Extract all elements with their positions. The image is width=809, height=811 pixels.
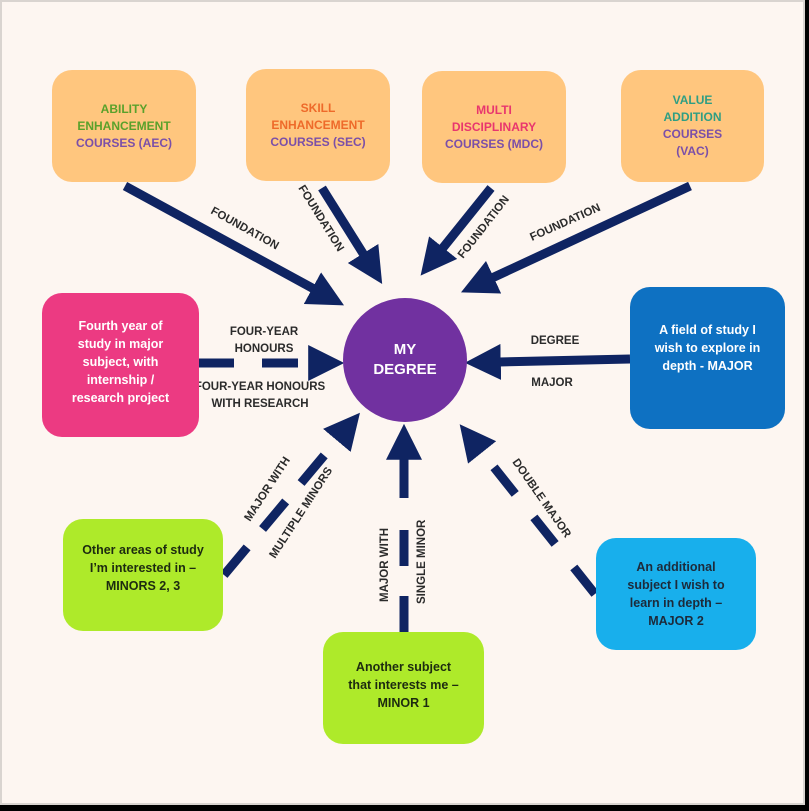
major2-line-1: An additional [636,560,716,574]
aec-line-2: ENHANCEMENT [77,118,171,133]
fourth-year-line-3: subject, with [82,355,159,369]
vac-line-3: COURSES [662,127,723,141]
label-major-with-single: MAJOR WITH [379,528,391,602]
sec-line-2: ENHANCEMENT [271,117,365,132]
box-major: A field of study I wish to explore in de… [630,287,785,429]
hub-line-2: DEGREE [373,361,437,378]
my-degree-hub: MY DEGREE [343,298,467,422]
fourth-year-line-4: internship / [86,373,155,387]
box-minors-2-3: Other areas of study I’m interested in –… [63,519,223,631]
label-aec-foundation: FOUNDATION [209,205,281,252]
minors-line-2: I’m interested in – [89,561,197,575]
mdc-line-2: DISCIPLINARY [451,119,537,134]
minors-line-1: Other areas of study [82,543,204,557]
mdc-line-3: COURSES (MDC) [445,136,543,151]
label-honours-research-2: WITH RESEARCH [211,398,308,410]
aec-line-3: COURSES (AEC) [75,135,172,150]
major2-line-2: subject I wish to [627,578,725,592]
label-major-with-multiple: MAJOR WITH [242,455,292,524]
box-vac: VALUE ADDITION COURSES (VAC) [621,70,764,182]
major2-line-4: MAJOR 2 [648,614,704,628]
box-sec: SKILL ENHANCEMENT COURSES (SEC) [246,69,390,181]
vac-line-2: ADDITION [663,110,722,124]
label-major: MAJOR [531,377,573,389]
arrow-major-2 [459,424,599,597]
arrow-major [464,343,631,380]
major-line-2: wish to explore in [654,341,761,355]
arrow-sec-foundation [318,185,383,284]
hub-line-1: MY [393,341,417,358]
fourth-year-line-1: Fourth year of [78,319,163,333]
label-single-minor: SINGLE MINOR [416,519,428,604]
label-vac-foundation: FOUNDATION [528,202,602,244]
vac-line-1: VALUE [672,93,713,107]
arrow-minors-2-3 [220,412,360,578]
arrow-mdc-foundation [420,185,495,276]
sec-line-1: SKILL [300,100,336,115]
label-degree: DEGREE [531,335,580,347]
major2-line-3: learn in depth – [629,596,723,610]
minor1-line-1: Another subject [355,660,452,674]
fourth-year-line-2: study in major [77,337,164,351]
minor1-line-3: MINOR 1 [377,696,430,710]
arrow-vac-foundation [460,181,692,294]
major-line-1: A field of study I [659,323,756,337]
arrow-aec-foundation [122,182,345,306]
fourth-year-line-5: research project [71,391,170,405]
label-four-year-honours-1: FOUR-YEAR [230,326,299,338]
sec-line-3: COURSES (SEC) [270,134,366,149]
box-mdc: MULTI DISCIPLINARY COURSES (MDC) [422,71,566,183]
label-four-year-honours-2: HONOURS [235,343,294,355]
mdc-line-1: MULTI [476,102,512,117]
minors-line-3: MINORS 2, 3 [105,579,181,593]
minor1-line-2: that interests me – [348,678,459,692]
box-minor-1: Another subject that interests me – MINO… [323,632,484,744]
box-fourth-year: Fourth year of study in major subject, w… [42,293,199,437]
vac-line-4: (VAC) [676,144,709,158]
box-major-2: An additional subject I wish to learn in… [596,538,756,650]
label-honours-research-1: FOUR-YEAR HONOURS [195,381,326,393]
major-line-3: depth - MAJOR [662,359,753,373]
box-aec: ABILITY ENHANCEMENT COURSES (AEC) [52,70,196,182]
aec-line-1: ABILITY [100,101,148,116]
